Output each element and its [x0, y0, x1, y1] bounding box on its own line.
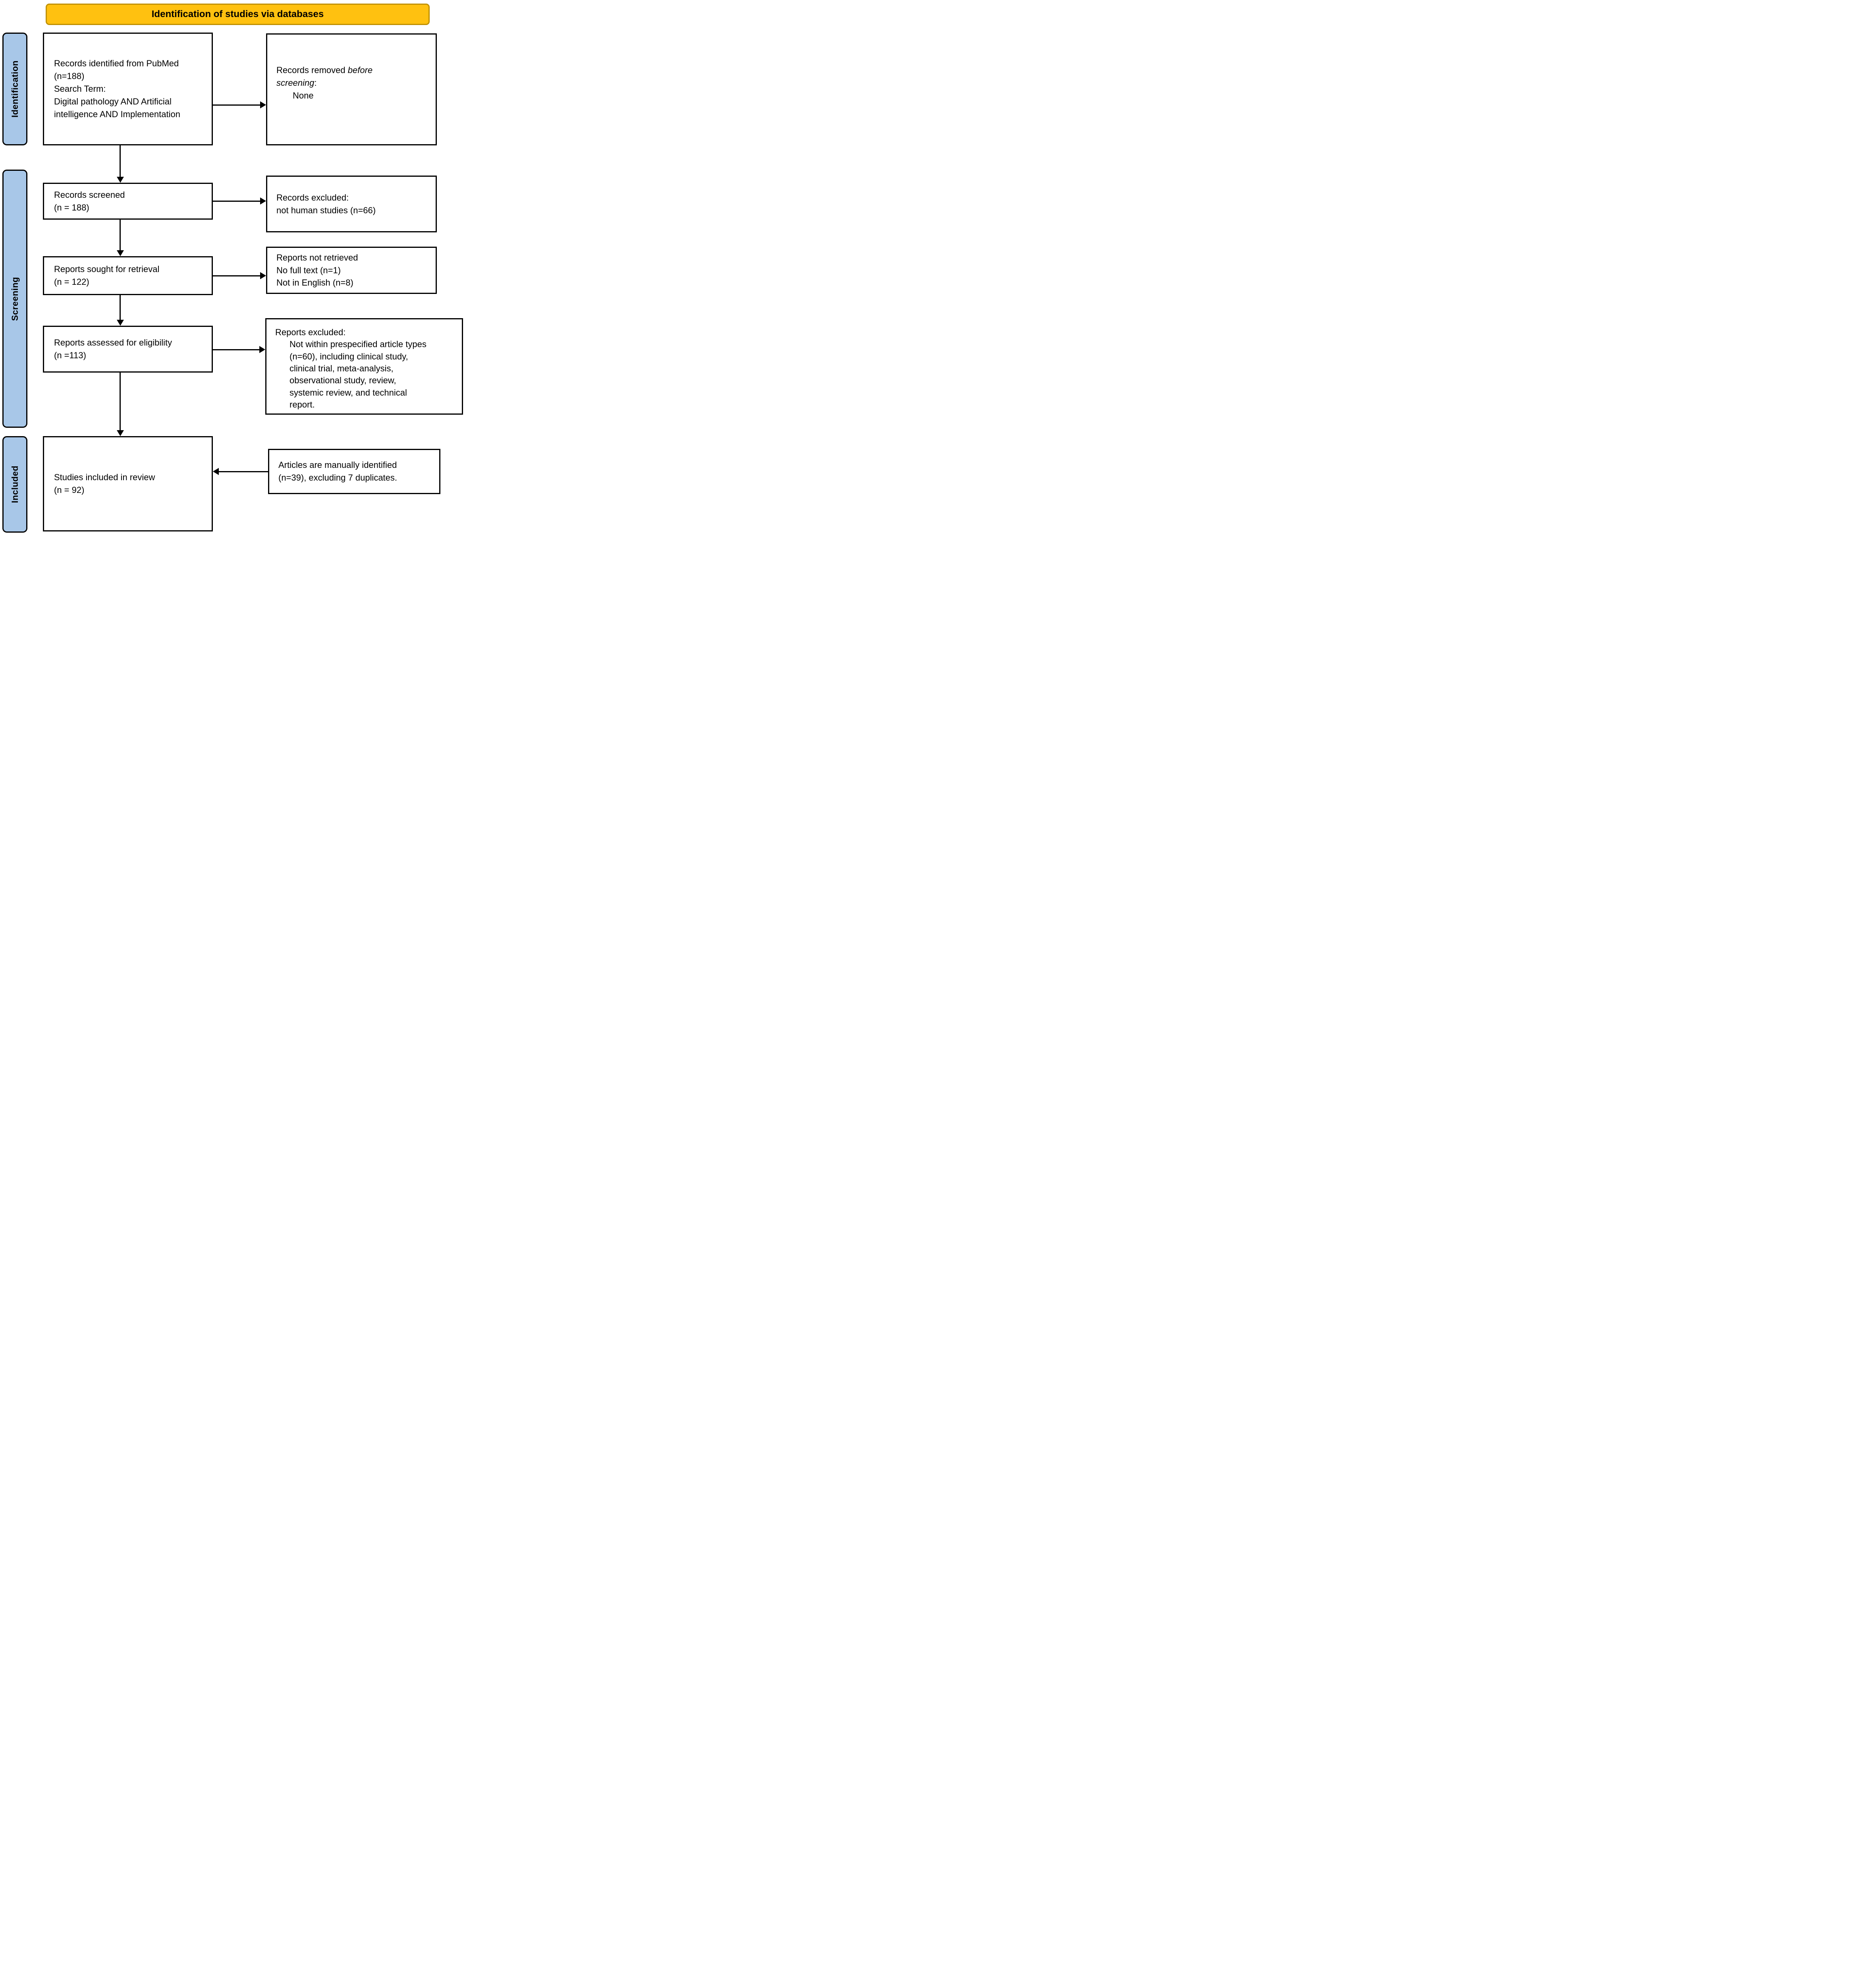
box-records-excluded: Records excluded: not human studies (n=6… [266, 176, 437, 232]
arrow-shaft [120, 295, 121, 320]
records-removed-suffix: : [314, 78, 317, 88]
arrow-shaft [120, 145, 121, 177]
box-records-screened: Records screened (n = 188) [43, 183, 213, 220]
arrow-head-right-icon [260, 197, 266, 205]
arrow-shaft [120, 373, 121, 431]
arrow-shaft [213, 349, 260, 350]
manual-articles-text: Articles are manually identified (n=39),… [278, 460, 398, 483]
reports-excluded-heading: Reports excluded: [275, 327, 346, 337]
arrow-head-down-icon [117, 320, 124, 326]
arrow-shaft [213, 275, 261, 276]
records-excluded-text: Records excluded: not human studies (n=6… [276, 192, 376, 215]
banner-identification-via-databases: Identification of studies via databases [46, 4, 430, 25]
arrow-head-down-icon [117, 177, 124, 183]
prisma-flow-diagram: Identification of studies via databases … [0, 0, 469, 535]
arrow-shaft [120, 220, 121, 251]
box-studies-included: Studies included in review (n = 92) [43, 436, 213, 531]
arrow-shaft [213, 104, 261, 106]
arrow-shaft [213, 201, 261, 202]
arrow-head-right-icon [260, 272, 266, 279]
box-reports-sought: Reports sought for retrieval (n = 122) [43, 256, 213, 295]
records-removed-detail: None [293, 91, 314, 100]
stage-screening: Screening [2, 170, 27, 428]
records-identified-text: Records identified from PubMed (n=188) S… [54, 58, 180, 119]
reports-not-retrieved-text: Reports not retrieved No full text (n=1)… [276, 252, 358, 288]
reports-excluded-detail: Not within prespecified article types (n… [290, 339, 427, 410]
box-reports-not-retrieved: Reports not retrieved No full text (n=1)… [266, 247, 437, 294]
records-screened-text: Records screened (n = 188) [54, 189, 125, 213]
stage-screening-label: Screening [10, 276, 20, 321]
reports-assessed-text: Reports assessed for eligibility (n =113… [54, 338, 172, 360]
records-removed-italic: before screening [276, 65, 373, 88]
records-removed-text: Records removed before screening: None [276, 64, 431, 115]
stage-identification: Identification [2, 33, 27, 145]
box-manual-articles: Articles are manually identified (n=39),… [268, 449, 440, 494]
arrow-head-right-icon [260, 101, 266, 108]
box-records-removed: Records removed before screening: None [266, 33, 437, 145]
reports-sought-text: Reports sought for retrieval (n = 122) [54, 264, 160, 287]
stage-included: Included [2, 436, 27, 533]
arrow-head-down-icon [117, 430, 124, 436]
records-removed-prefix: Records removed [276, 65, 348, 75]
banner-title: Identification of studies via databases [151, 9, 324, 19]
arrow-head-down-icon [117, 250, 124, 256]
stage-included-label: Included [10, 466, 20, 503]
arrow-shaft [218, 471, 268, 472]
box-reports-assessed: Reports assessed for eligibility (n =113… [43, 326, 213, 373]
studies-included-text: Studies included in review (n = 92) [54, 472, 155, 495]
arrow-head-left-icon [213, 468, 219, 475]
stage-identification-label: Identification [10, 60, 20, 118]
box-reports-excluded: Reports excluded: Not within prespecifie… [265, 318, 463, 415]
arrow-head-right-icon [259, 346, 265, 353]
box-records-identified: Records identified from PubMed (n=188) S… [43, 33, 213, 145]
